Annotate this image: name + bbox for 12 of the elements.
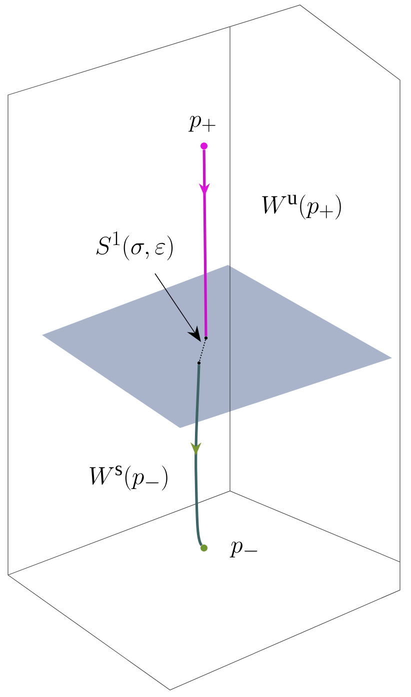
trajectory xyxy=(199,150,210,336)
point-label: $p_-$ xyxy=(230,542,258,558)
point xyxy=(197,361,201,365)
manifold-label: $W^{\mathrm{u}}(p_+)$ xyxy=(262,194,341,220)
trajectory xyxy=(190,364,203,546)
point xyxy=(204,336,208,340)
manifold-label: $W^{\mathrm{s}}(p_-)$ xyxy=(90,466,168,490)
point xyxy=(200,142,208,150)
point xyxy=(200,544,208,552)
math-label: $S^1(\sigma,\varepsilon)$ xyxy=(96,231,173,260)
trajectory xyxy=(198,339,206,362)
point-label: $p_+$ xyxy=(188,116,216,132)
